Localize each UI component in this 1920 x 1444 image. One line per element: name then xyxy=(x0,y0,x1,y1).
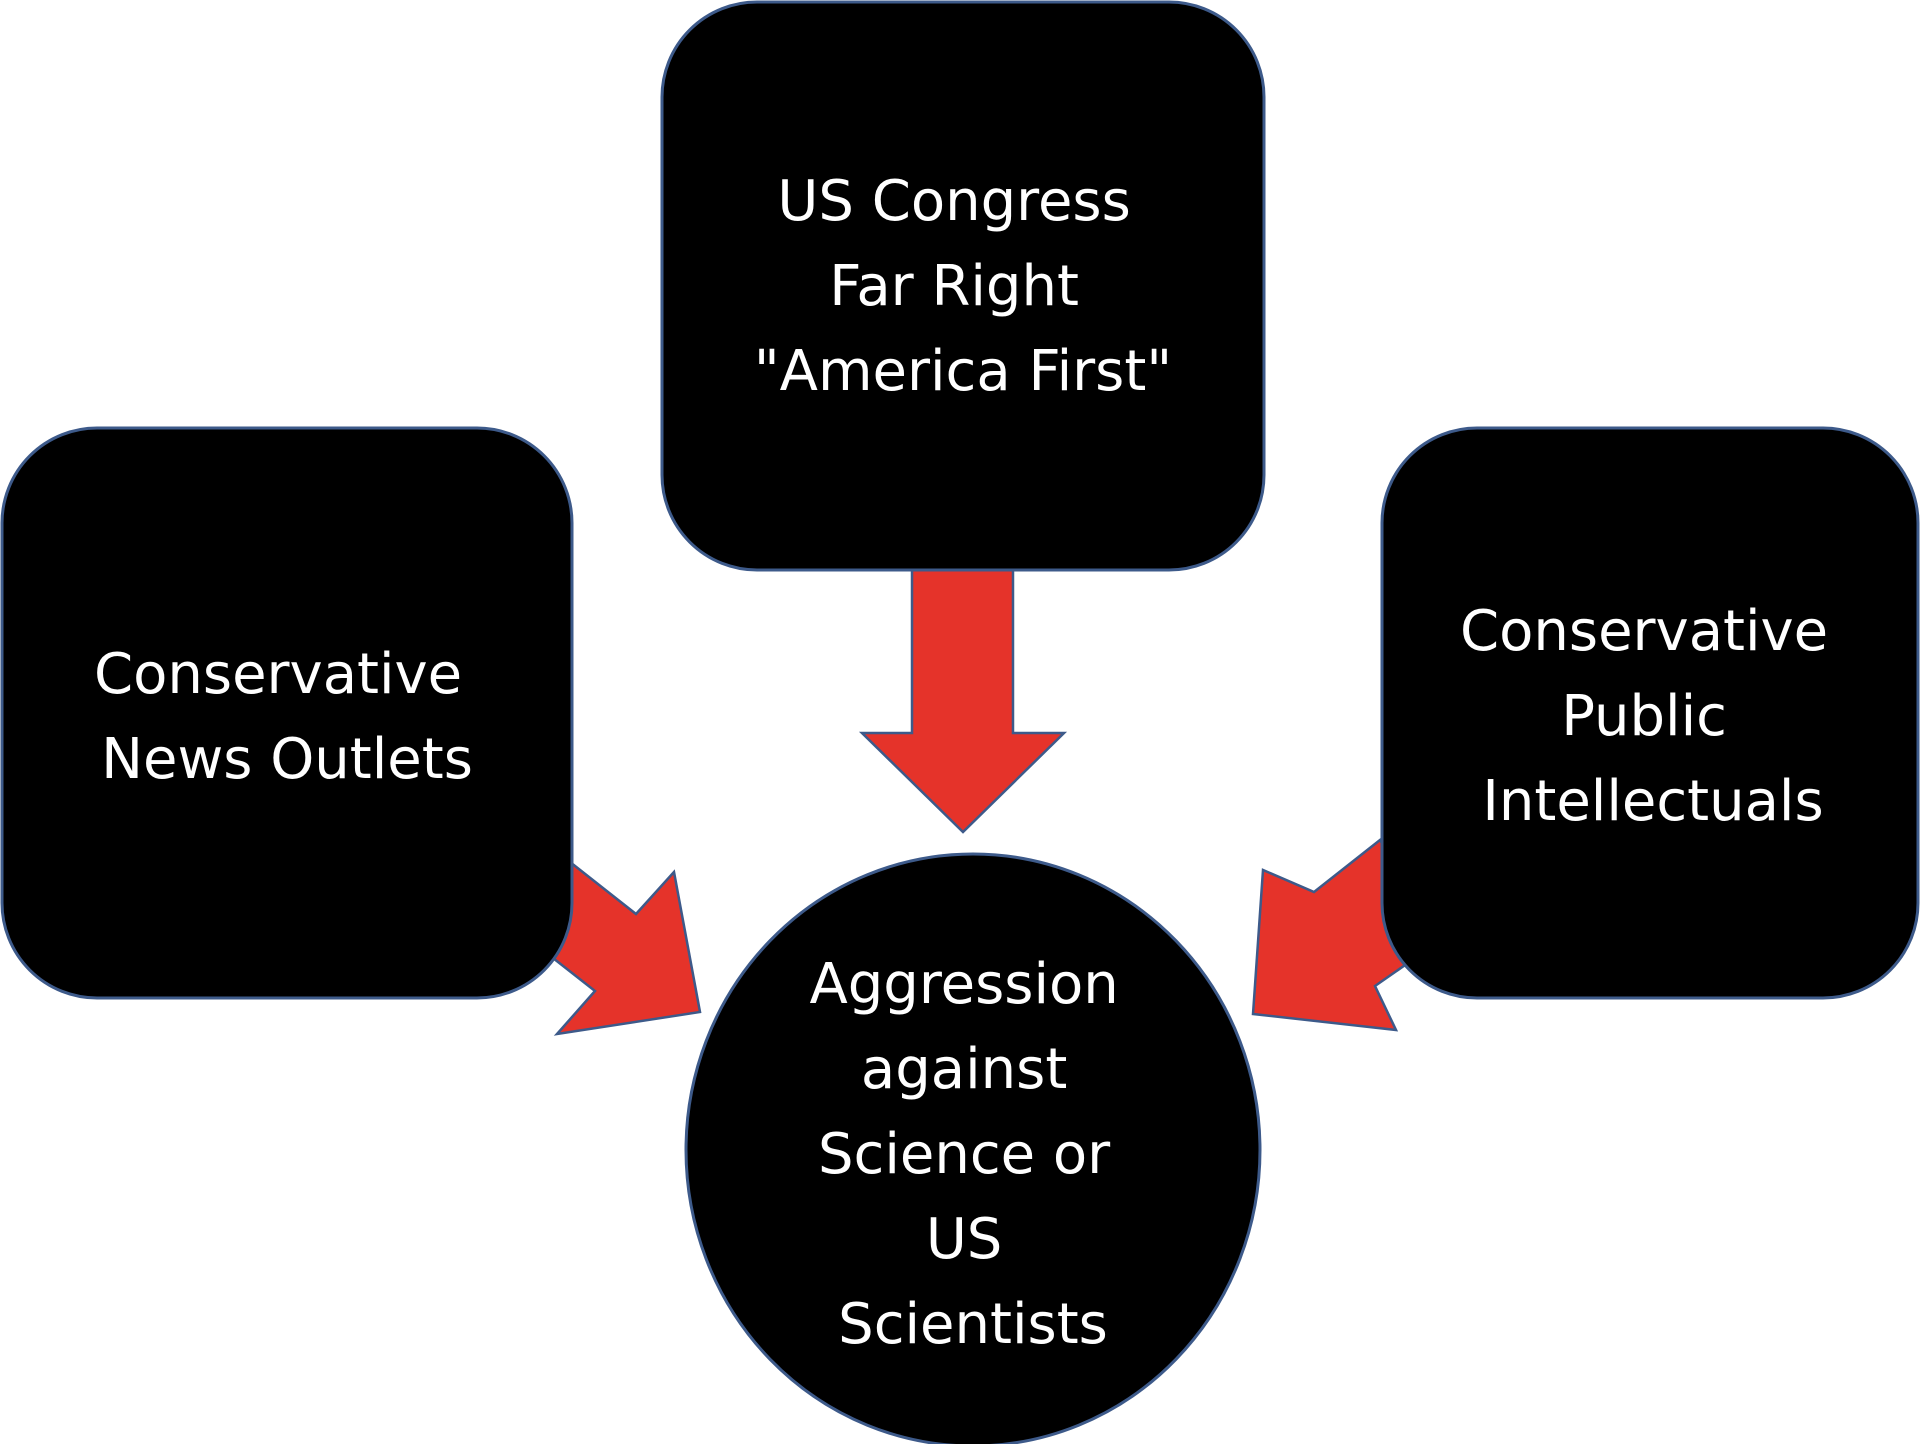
node-news-box xyxy=(0,426,574,1000)
node-congress-line-3: "America First" xyxy=(754,339,1172,404)
node-congress-line-1: US Congress xyxy=(777,169,1130,234)
node-intellectuals-box xyxy=(1380,426,1920,1000)
node-target-line-2: against xyxy=(861,1037,1067,1102)
node-news-label: Conservative News Outlets xyxy=(94,642,480,792)
node-target-line-3: Science or xyxy=(818,1122,1111,1187)
node-news-line-2: News Outlets xyxy=(101,727,473,792)
node-target-line-5: Scientists xyxy=(838,1292,1108,1357)
node-intellectuals-line-3: Intellectuals xyxy=(1482,769,1823,834)
node-target-label: Aggression against Science or US Scienti… xyxy=(809,952,1136,1357)
node-congress-label: US Congress Far Right "America First" xyxy=(754,169,1172,404)
node-target-circle xyxy=(684,852,1262,1444)
arrow-congress-to-target xyxy=(858,568,1068,834)
node-intellectuals-line-2: Public xyxy=(1561,684,1727,749)
node-intellectuals-line-1: Conservative xyxy=(1460,599,1828,664)
node-news-line-1: Conservative xyxy=(94,642,462,707)
node-target-line-4: US xyxy=(926,1207,1003,1272)
node-congress-box xyxy=(660,0,1266,572)
node-target-line-1: Aggression xyxy=(809,952,1118,1017)
node-congress-line-2: Far Right xyxy=(829,254,1079,319)
node-intellectuals-label: Conservative Public Intellectuals xyxy=(1460,599,1846,834)
